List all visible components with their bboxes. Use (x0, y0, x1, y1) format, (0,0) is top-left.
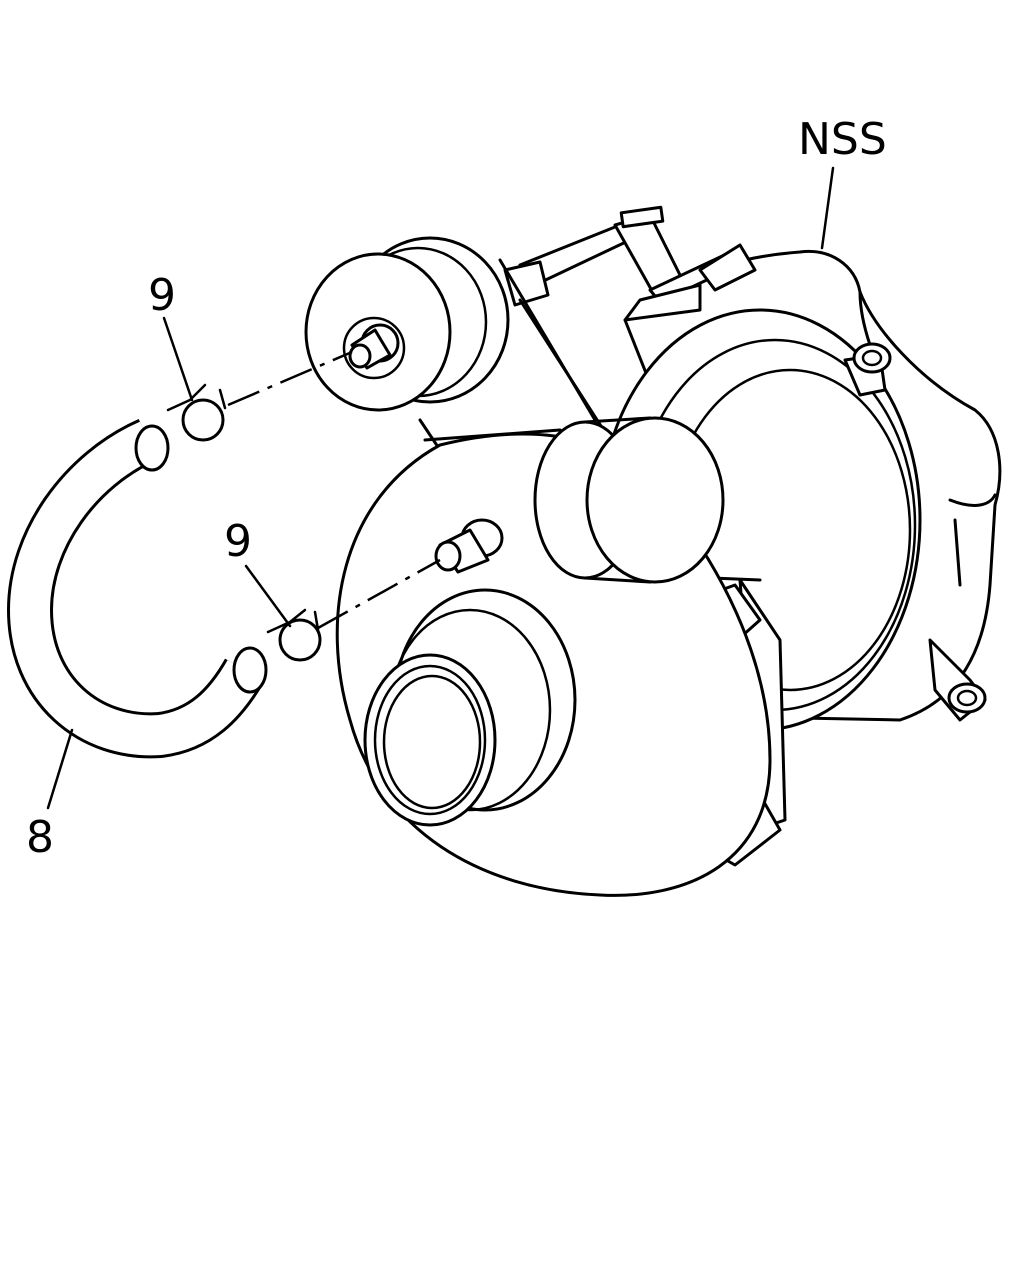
leader-nss (820, 166, 835, 250)
leader-hose (46, 728, 74, 810)
wastegate-linkage (503, 205, 757, 322)
clamp-lower (266, 608, 322, 662)
callout-clamp-upper: 9 (148, 270, 176, 321)
hose (6, 418, 268, 759)
leader-clamp-lower (244, 564, 292, 628)
callout-nss: NSS (798, 114, 887, 165)
compressor-housing (335, 416, 772, 897)
wastegate-actuator (304, 236, 612, 452)
callout-clamp-lower: 9 (224, 516, 252, 567)
centerline-upper (227, 350, 353, 407)
leader-clamp-upper (162, 316, 194, 402)
clamp-upper (166, 383, 227, 442)
callout-hose: 8 (26, 812, 54, 863)
centerline-lower (317, 558, 441, 630)
